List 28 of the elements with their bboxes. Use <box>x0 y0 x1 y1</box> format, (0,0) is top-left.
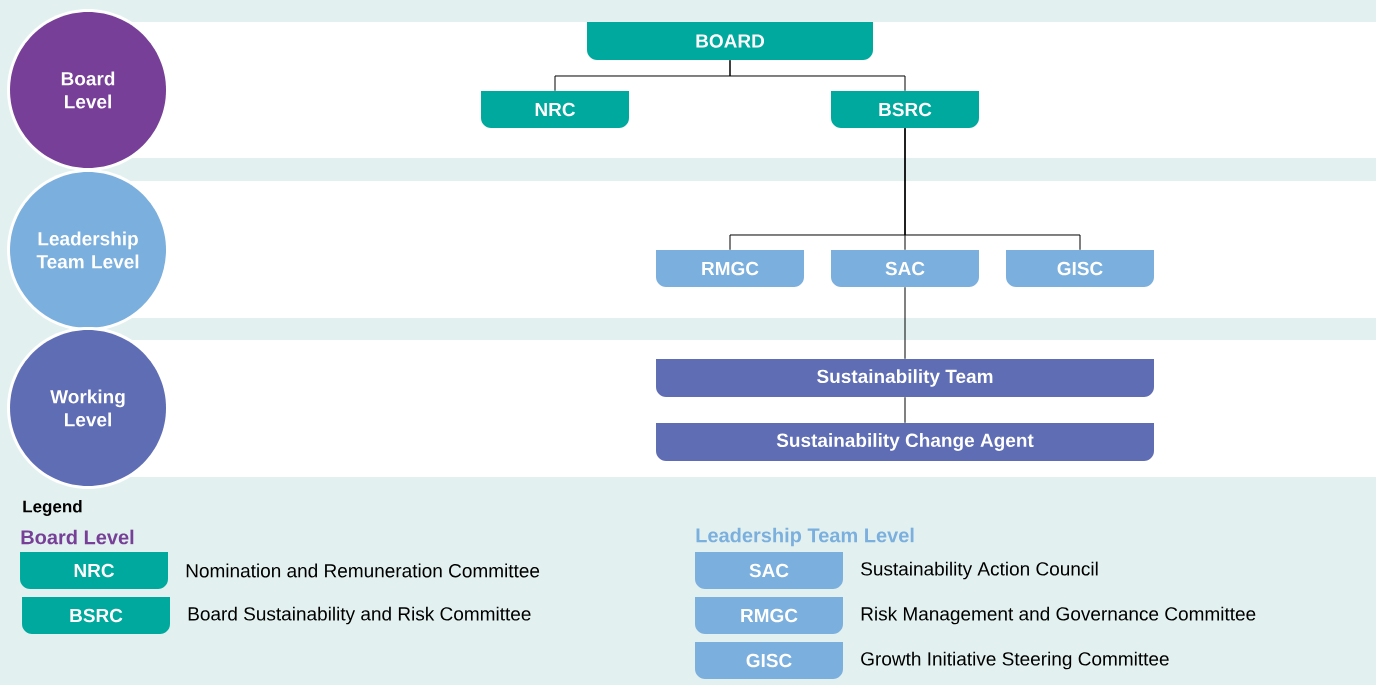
committee-box: NRC <box>20 552 168 589</box>
connector-line <box>904 127 1081 251</box>
committee-box: NRC <box>481 91 629 128</box>
node-label: Board Level <box>61 71 115 109</box>
node-label: Working Level <box>50 389 125 427</box>
committee-box: RMGC <box>656 250 804 287</box>
description-text: Sustainability Action Council <box>861 561 1098 580</box>
description-text: Risk Management and Governance Committee <box>861 606 1256 625</box>
committee-box: SAC <box>831 250 979 287</box>
connector-line <box>904 286 906 360</box>
committee-box: GISC <box>1006 250 1154 287</box>
node-label: Leadership Team Level <box>36 231 139 269</box>
legend-heading: Legend <box>23 500 82 516</box>
legend-heading: Leadership Team Level <box>696 527 914 547</box>
committee-box: BOARD <box>587 22 873 60</box>
connector-line <box>904 396 906 424</box>
committee-box: GISC <box>695 642 843 679</box>
description-text: Nomination and Remuneration Committee <box>186 563 540 578</box>
committee-box: RMGC <box>695 597 843 634</box>
description-text: Growth Initiative Steering Committee <box>861 651 1169 670</box>
connector-line <box>729 59 906 92</box>
committee-box: Sustainability Team <box>656 359 1154 397</box>
committee-box: BSRC <box>22 597 170 634</box>
committee-box: Sustainability Change Agent <box>656 423 1154 461</box>
description-text: Board Sustainability and Risk Committee <box>188 606 531 625</box>
legend-heading: Board Level <box>21 529 134 545</box>
committee-box: BSRC <box>831 91 979 128</box>
committee-box: SAC <box>695 552 843 589</box>
